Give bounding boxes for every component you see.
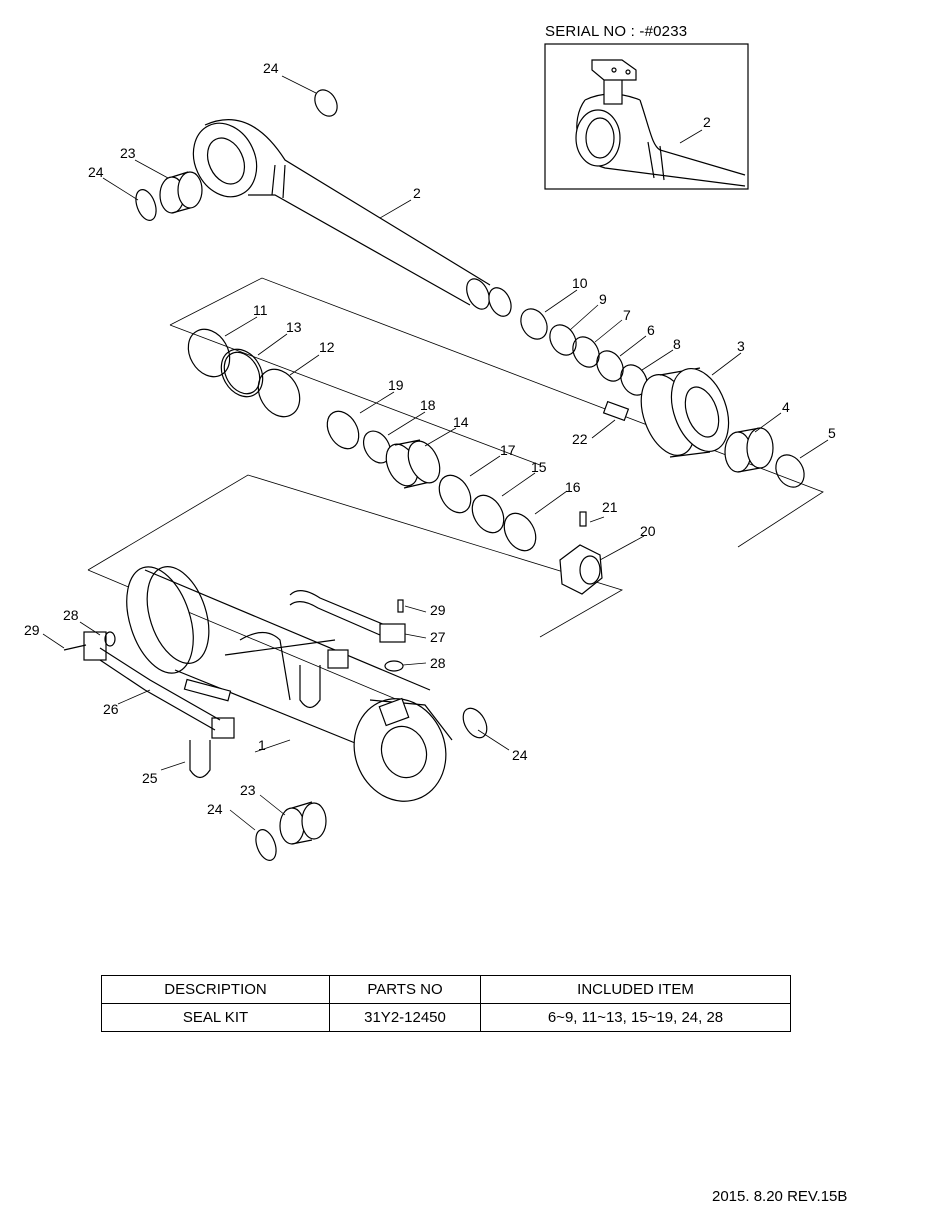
header-included-item: INCLUDED ITEM [480,975,791,1004]
label-2: 2 [703,114,711,130]
label-13: 13 [286,319,302,335]
label-3: 3 [737,338,745,354]
label-12: 12 [319,339,335,355]
piston-rod [192,119,512,317]
cell-parts-no: 31Y2-12450 [329,1003,481,1032]
label-24: 24 [263,60,279,76]
label-29: 29 [430,602,446,618]
label-5: 5 [828,425,836,441]
label-16: 16 [565,479,581,495]
label-27: 27 [430,629,446,645]
gland-bushing [724,427,774,473]
label-6: 6 [647,322,655,338]
piston-nut [559,511,603,595]
serial-inset [544,43,749,190]
revision-footer: 2015. 8.20 REV.15B [712,1188,848,1205]
label-22: 22 [572,431,588,447]
label-9: 9 [599,291,607,307]
label-15: 15 [531,459,547,475]
label-1: 1 [258,737,266,753]
label-4: 4 [782,399,790,415]
label-18: 18 [420,397,436,413]
top-bushing [135,89,338,221]
group-outline-mid [169,277,824,548]
label-29: 29 [24,622,40,638]
label-21: 21 [602,499,618,515]
label-28: 28 [430,655,446,671]
label-23: 23 [120,145,136,161]
label-28: 28 [63,607,79,623]
cell-included-item: 6~9, 11~13, 15~19, 24, 28 [480,1003,791,1032]
label-14: 14 [453,414,469,430]
header-parts-no: PARTS NO [329,975,481,1004]
label-10: 10 [572,275,588,291]
label-2: 2 [413,185,421,201]
rod-gland [602,367,730,458]
header-description: DESCRIPTION [101,975,330,1004]
label-26: 26 [103,701,119,717]
label-11: 11 [253,302,268,318]
group-outline-low [87,474,623,638]
label-25: 25 [142,770,158,786]
label-8: 8 [673,336,681,352]
label-20: 20 [640,523,656,539]
label-24: 24 [88,164,104,180]
u-bolts [183,665,321,779]
label-19: 19 [388,377,404,393]
seal-kit-table: DESCRIPTION PARTS NO INCLUDED ITEM SEAL … [101,975,791,1032]
connecting-block [379,623,406,643]
table-header-row: DESCRIPTION PARTS NO INCLUDED ITEM [101,975,791,1004]
label-7: 7 [623,307,631,323]
piston [385,439,441,489]
label-23: 23 [240,782,256,798]
cylinder-tube [83,566,453,802]
label-24: 24 [512,747,528,763]
label-24: 24 [207,801,223,817]
bottom-bushing [255,707,488,861]
label-17: 17 [500,442,516,458]
pipes [99,590,386,731]
leader-lines [42,75,829,831]
cell-description: SEAL KIT [101,1003,330,1032]
table-row: SEAL KIT 31Y2-12450 6~9, 11~13, 15~19, 2… [101,1003,791,1032]
serial-number-note: SERIAL NO : -#0233 [545,23,688,40]
